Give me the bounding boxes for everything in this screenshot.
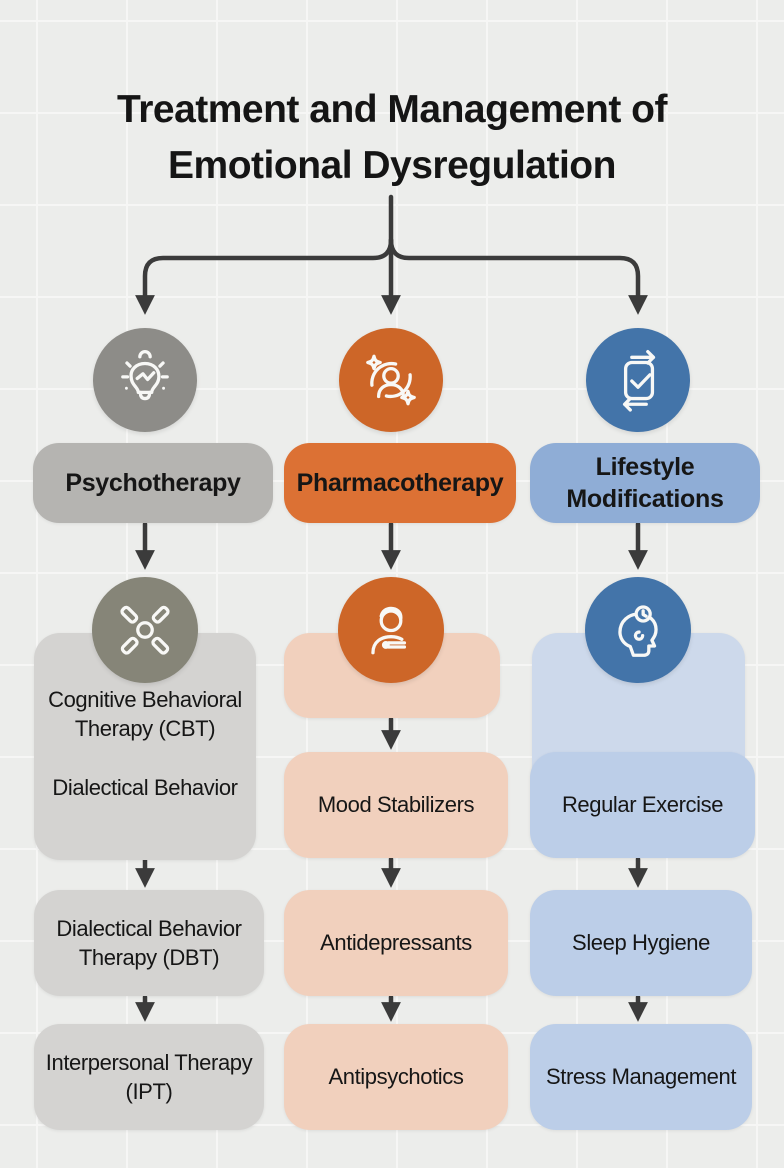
dbt-label: Dialectical Behavior Therapy (DBT) (56, 915, 242, 970)
psychotherapy-group-box: Cognitive Behavioral Therapy (CBT) Diale… (34, 633, 256, 860)
antipsychotics-box: Antipsychotics (284, 1024, 508, 1130)
sleep-hygiene-box: Sleep Hygiene (530, 890, 752, 996)
lightbulb-insight-icon (93, 328, 197, 432)
ipt-label: Interpersonal Therapy (IPT) (45, 1049, 253, 1104)
ipt-box: Interpersonal Therapy (IPT) (34, 1024, 264, 1130)
regular-exercise-box: Regular Exercise (530, 752, 755, 858)
mood-stabilizers-box: Mood Stabilizers (284, 752, 508, 858)
page-title: Treatment and Management of Emotional Dy… (117, 88, 667, 187)
mood-stabilizers-label: Mood Stabilizers (317, 792, 475, 818)
dialectical-behavior-label: Dialectical Behavior (52, 775, 238, 801)
cbt-label: Cognitive Behavioral Therapy (CBT) (48, 687, 242, 742)
therapy-tools-icon (92, 577, 198, 683)
pharmacotherapy-header-label: Pharmacotherapy (296, 468, 504, 497)
mind-clock-icon (585, 577, 691, 683)
lifestyle-header-label: Lifestyle Modifications (566, 452, 724, 514)
psychotherapy-header: Psychotherapy (33, 443, 273, 523)
sleep-hygiene-label: Sleep Hygiene (572, 930, 710, 956)
person-medication-icon (338, 577, 444, 683)
stress-management-box: Stress Management (530, 1024, 752, 1130)
antidepressants-box: Antidepressants (284, 890, 508, 996)
antipsychotics-label: Antipsychotics (328, 1064, 464, 1090)
antidepressants-label: Antidepressants (320, 930, 472, 956)
stress-management-label: Stress Management (545, 1064, 737, 1090)
person-refresh-icon (339, 328, 443, 432)
psychotherapy-header-label: Psychotherapy (65, 468, 241, 497)
sync-checklist-icon (586, 328, 690, 432)
dbt-box: Dialectical Behavior Therapy (DBT) (34, 890, 264, 996)
pharmacotherapy-header: Pharmacotherapy (284, 443, 516, 523)
lifestyle-header: Lifestyle Modifications (530, 443, 760, 523)
regular-exercise-label: Regular Exercise (561, 792, 724, 818)
